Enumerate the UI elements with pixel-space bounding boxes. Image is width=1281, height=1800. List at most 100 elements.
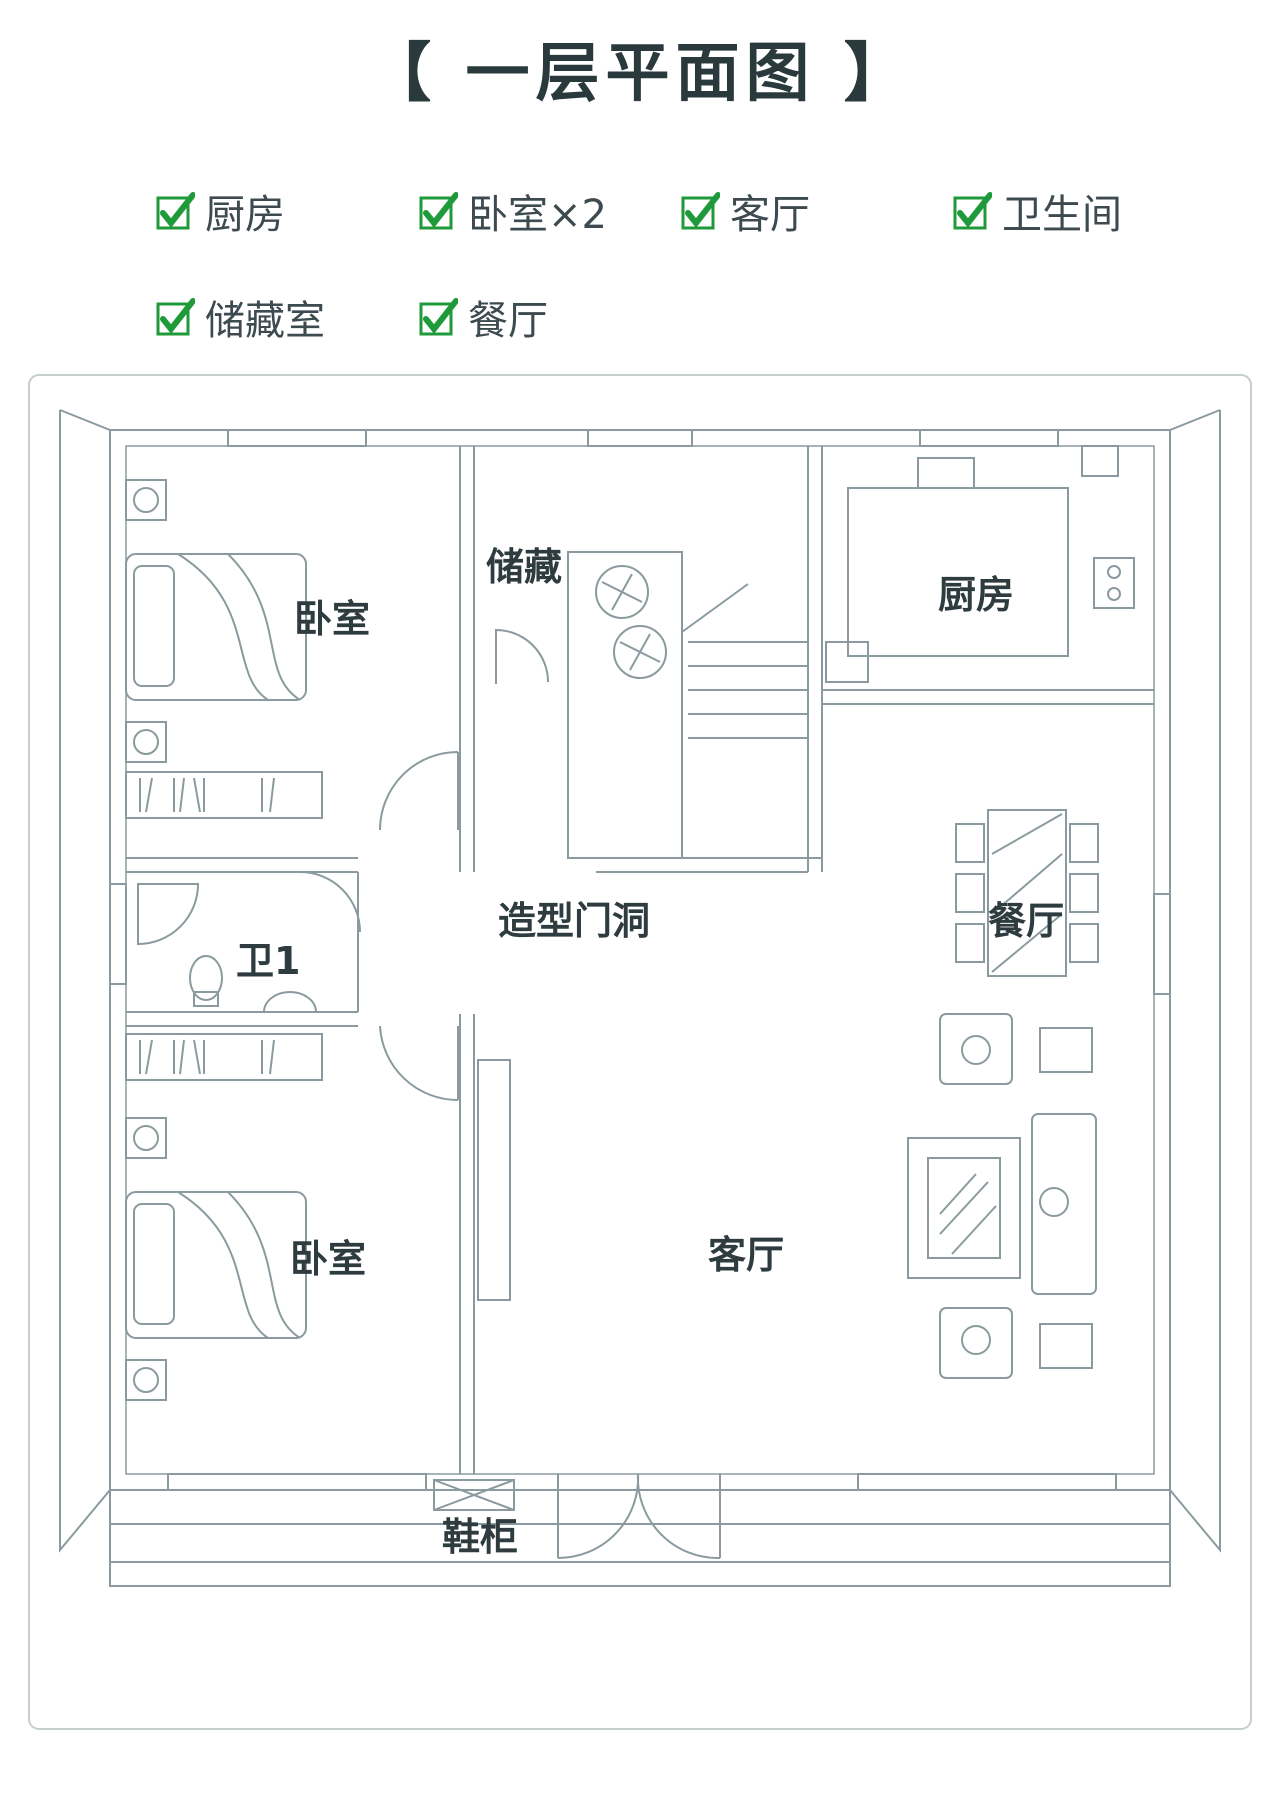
tv-cabinet [477, 1059, 511, 1301]
porch [109, 1489, 1171, 1563]
room-label: 储藏 [486, 545, 562, 589]
chair [955, 823, 985, 863]
window [919, 429, 1059, 447]
feature-label: 厨房 [205, 192, 285, 238]
feature-label: 客厅 [730, 192, 810, 238]
checkmark-icon [419, 298, 458, 336]
door [379, 1025, 459, 1102]
feature-label: 餐厅 [468, 298, 548, 344]
person-icon [1039, 1187, 1069, 1217]
door [379, 751, 459, 831]
pillow [133, 1203, 175, 1325]
kitchen-island [847, 487, 1069, 657]
table-glass [991, 813, 1063, 973]
wardrobe [125, 1033, 323, 1081]
feature-label: 卧室×2 [468, 192, 607, 238]
cabinet [825, 641, 869, 683]
side-table [1039, 1027, 1093, 1073]
shower [137, 883, 200, 946]
feature-item: 卧室×2 [418, 182, 607, 240]
feature-item: 卫生间 [952, 182, 1122, 240]
bed-sheet [177, 553, 301, 701]
person-icon [961, 1035, 991, 1065]
feature-label: 卫生间 [1002, 192, 1122, 238]
bed [125, 553, 307, 701]
feature-item: 餐厅 [418, 288, 548, 346]
room-label: 造型门洞 [498, 899, 650, 943]
window [109, 883, 127, 985]
chair [955, 923, 985, 963]
sink [262, 991, 318, 1013]
pillow [133, 565, 175, 687]
eave-left [59, 410, 111, 1553]
feature-item: 储藏室 [155, 288, 325, 346]
room-label: 卧室 [290, 1237, 366, 1281]
room-label: 厨房 [938, 573, 1014, 617]
window [857, 1473, 1117, 1491]
toilet-tank [193, 991, 219, 1007]
rug [907, 1137, 1021, 1279]
armchair [939, 1307, 1013, 1379]
room-label: 卧室 [294, 597, 370, 641]
eave-corner [1169, 409, 1221, 431]
room-label: 卫1 [236, 939, 300, 983]
person-icon [961, 1325, 991, 1355]
front-door [557, 1473, 721, 1560]
eave-corner [59, 409, 111, 431]
lamp-icon [133, 729, 159, 755]
nightstand [125, 479, 167, 521]
plan-frame [28, 374, 1252, 1730]
page-title: 【 一层平面图 】 [367, 37, 914, 111]
feature-item: 客厅 [680, 182, 810, 240]
floor-plan: 卧室 储藏 厨房 造型门洞 餐厅 卫1 卧室 客厅 鞋柜 [28, 374, 1252, 1730]
plant-icon [595, 565, 649, 619]
bed-sheet [177, 1191, 301, 1339]
stairs [681, 583, 808, 739]
eave-right [1169, 410, 1221, 1553]
wardrobe [125, 771, 323, 819]
porch-step [109, 1561, 1171, 1587]
door [495, 628, 549, 684]
chair [955, 873, 985, 913]
window [1153, 893, 1171, 995]
checkmark-icon [419, 192, 458, 230]
burner-icon [1107, 587, 1121, 601]
room-label: 鞋柜 [442, 1515, 518, 1559]
armchair [939, 1013, 1013, 1085]
lamp-icon [133, 1367, 159, 1393]
bed [125, 1191, 307, 1339]
chair [1069, 873, 1099, 913]
feature-list: 厨房 卧室×2 客厅 卫生间 储藏室 餐厅 [0, 0, 1281, 360]
window [227, 429, 367, 447]
plant-icon [613, 625, 667, 679]
nightstand [125, 1359, 167, 1401]
stairwell [567, 551, 683, 859]
checkmark-icon [156, 192, 195, 230]
chair [1069, 823, 1099, 863]
hangers [139, 1039, 275, 1075]
dining-table [987, 809, 1067, 977]
window [167, 1473, 427, 1491]
fridge [1081, 445, 1119, 477]
lamp-icon [133, 1125, 159, 1151]
window [587, 429, 693, 447]
feature-label: 储藏室 [205, 298, 325, 344]
lamp-icon [133, 487, 159, 513]
nightstand [125, 721, 167, 763]
checkmark-icon [681, 192, 720, 230]
nightstand [125, 1117, 167, 1159]
coffee-table [927, 1157, 1001, 1259]
room-label: 客厅 [708, 1233, 784, 1277]
side-table [1039, 1323, 1093, 1369]
feature-item: 厨房 [155, 182, 285, 240]
burner-icon [1107, 565, 1121, 579]
sink [917, 457, 975, 489]
sofa [1031, 1113, 1097, 1295]
hangers [139, 777, 275, 813]
checkmark-icon [953, 192, 992, 230]
room-label: 餐厅 [988, 899, 1064, 943]
plant-leaves [601, 573, 661, 671]
table-glass [939, 1173, 997, 1255]
chair [1069, 923, 1099, 963]
checkmark-icon [156, 298, 195, 336]
